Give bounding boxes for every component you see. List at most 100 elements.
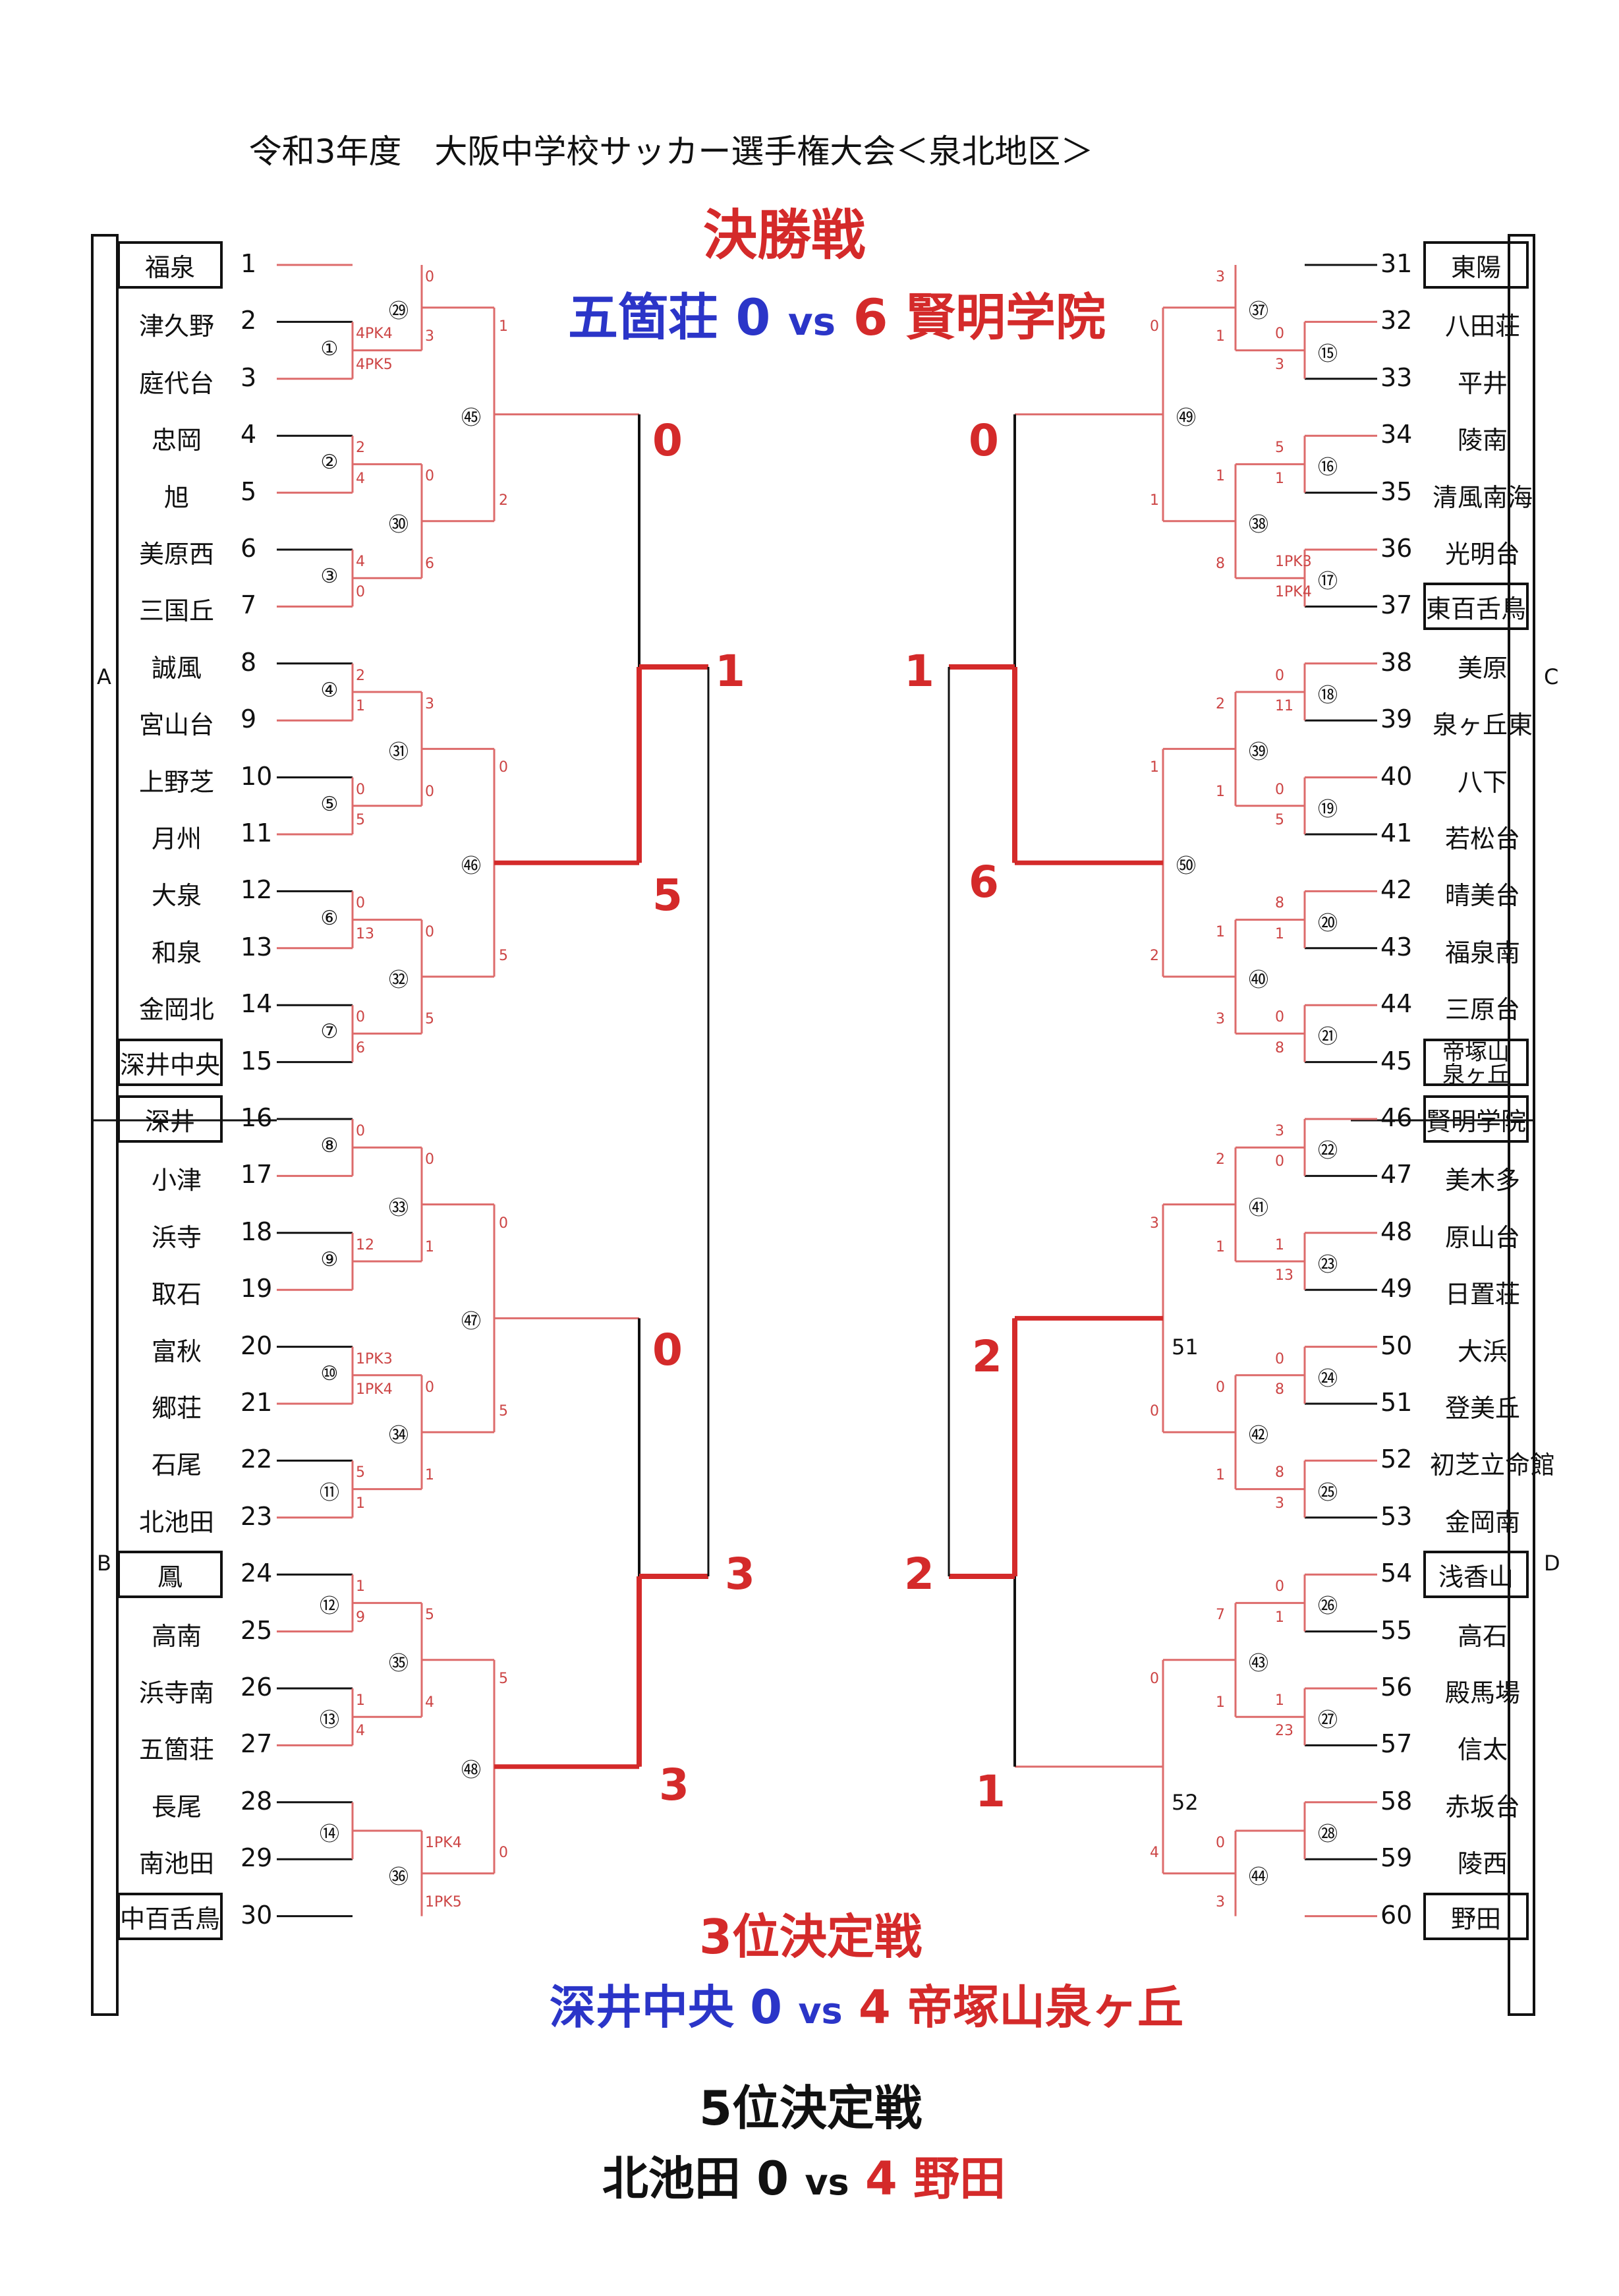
right-team-number: 34 [1380,420,1413,449]
right-team-name: 八田荘 [1444,312,1520,341]
left-r1-score: 9 [356,1609,365,1626]
left-team-number: 20 [241,1331,273,1360]
left-r3-score: 0 [499,1215,508,1232]
final-team-b: 賢明学院 [905,288,1106,347]
left-team-number: 26 [241,1673,273,1702]
left-team-number: 21 [241,1388,273,1417]
left-r3-score: 5 [499,1670,508,1687]
left-r3-match-number: ㊽ [461,1758,481,1782]
left-r2-score: 0 [425,783,434,800]
right-r1-score: 1 [1275,1609,1284,1626]
right-r2-match-number: ㊶ [1249,1196,1268,1220]
right-r1-match-number: ⑳ [1318,911,1338,935]
third-team-a: 深井中央 [549,1980,734,2034]
right-r1-score: 0 [1275,1009,1284,1026]
right-team-name: 陵南 [1457,426,1508,455]
left-team-name: 福泉 [117,241,223,289]
right-team-number: 51 [1380,1388,1413,1417]
left-q2-score: 5 [652,870,683,921]
left-team-number: 1 [241,249,257,278]
left-r1-match-number: ⑬ [320,1709,339,1733]
left-r2-match-number: ㉞ [389,1424,409,1448]
left-team-number: 3 [241,362,257,392]
left-r1-score: 4 [356,1723,365,1740]
left-team-name: 南池田 [138,1849,214,1879]
right-team-number: 45 [1380,1046,1413,1076]
left-r1-match-number: ② [320,451,339,474]
right-r2-match-number: ㊳ [1249,513,1268,536]
left-r2-score: 0 [425,1379,434,1396]
left-team-name: 庭代台 [138,368,214,398]
right-team-name: 八下 [1457,767,1508,797]
left-team-number: 29 [241,1843,273,1873]
left-team-number: 27 [241,1729,273,1759]
right-s1-score: 1 [904,646,934,697]
fifth-team-a: 北池田 [602,2152,741,2206]
left-r1-match-number: ⑭ [320,1823,339,1846]
right-r2-match-number: ㊴ [1249,741,1268,764]
left-r3-score: 0 [499,759,508,776]
right-team-number: 59 [1380,1843,1413,1873]
right-team-name: 清風南海 [1432,482,1533,512]
left-r1-match-number: ⑨ [320,1248,339,1271]
left-r1-score: 0 [356,1123,365,1139]
left-team-name: 中百舌鳥 [117,1892,223,1940]
left-team-number: 16 [241,1103,273,1132]
right-team-name-line: 帝塚山 [1442,1039,1510,1066]
right-r1-match-number: ⑱ [1318,684,1338,707]
left-r1-score: 1 [356,1495,365,1512]
left-r1-score: 1PK3 [356,1350,393,1367]
left-team-number: 25 [241,1615,273,1645]
left-team-number: 10 [241,761,273,791]
left-r1-score: 0 [356,781,365,798]
left-r1-match-number: ⑥ [320,906,339,930]
left-team-name: 郷荘 [151,1394,202,1423]
left-team-number: 6 [241,534,257,563]
left-r1-score: 1PK4 [356,1381,393,1398]
left-team-number: 24 [241,1559,273,1588]
right-team-number: 42 [1380,875,1413,905]
left-team-name: 誠風 [151,653,202,683]
right-q2-score: 6 [969,857,999,907]
fifth-team-b: 野田 [913,2152,1006,2206]
right-team-number: 43 [1380,932,1413,961]
left-r1-score: 13 [356,925,374,942]
right-team-name: 野田 [1423,1892,1529,1940]
right-r1-match-number: ⑮ [1318,342,1338,366]
right-team-number: 48 [1380,1217,1413,1246]
right-team-name: 帝塚山泉ヶ丘 [1423,1038,1529,1086]
right-r1-match-number: ㉒ [1318,1139,1338,1163]
right-r1-match-number: ⑰ [1318,570,1338,594]
right-r1-score: 0 [1275,1350,1284,1367]
left-r2-score: 3 [425,328,434,345]
left-r3-match-number: ㊻ [461,855,481,878]
right-s2-score: 2 [904,1549,934,1599]
right-r1-match-number: ⑲ [1318,797,1338,821]
left-r1-score: 1 [356,1692,365,1709]
right-team-number: 32 [1380,306,1413,335]
right-r1-match-number: ㉓ [1318,1253,1338,1277]
left-team-name: 深井中央 [117,1038,223,1086]
left-r2-score: 0 [425,1151,434,1168]
right-r1-score: 1PK3 [1275,554,1312,570]
right-r3-score: 3 [1150,1215,1159,1232]
left-r2-match-number: ㉛ [389,741,409,764]
left-team-name: 取石 [151,1280,202,1309]
left-team-name: 小津 [151,1166,202,1195]
left-r1-score: 4PK5 [356,356,393,373]
right-r1-match-number: ㉗ [1318,1709,1338,1733]
right-team-name: 浅香山 [1423,1551,1529,1599]
right-r1-score: 23 [1275,1723,1293,1740]
left-r1-score: 0 [356,584,365,601]
left-r1-score: 1 [356,698,365,715]
right-r1-score: 0 [1275,1153,1284,1170]
right-team-name: 登美丘 [1444,1394,1520,1423]
right-r1-score: 1 [1275,470,1284,487]
right-r1-score: 3 [1275,1495,1284,1512]
left-r2-score: 1PK5 [425,1893,462,1910]
left-r1-score: 5 [356,812,365,828]
right-team-number: 52 [1380,1445,1413,1474]
right-r2-score: 1 [1216,1466,1225,1483]
fifth-vs: vs [805,2162,849,2203]
right-team-number: 55 [1380,1615,1413,1645]
